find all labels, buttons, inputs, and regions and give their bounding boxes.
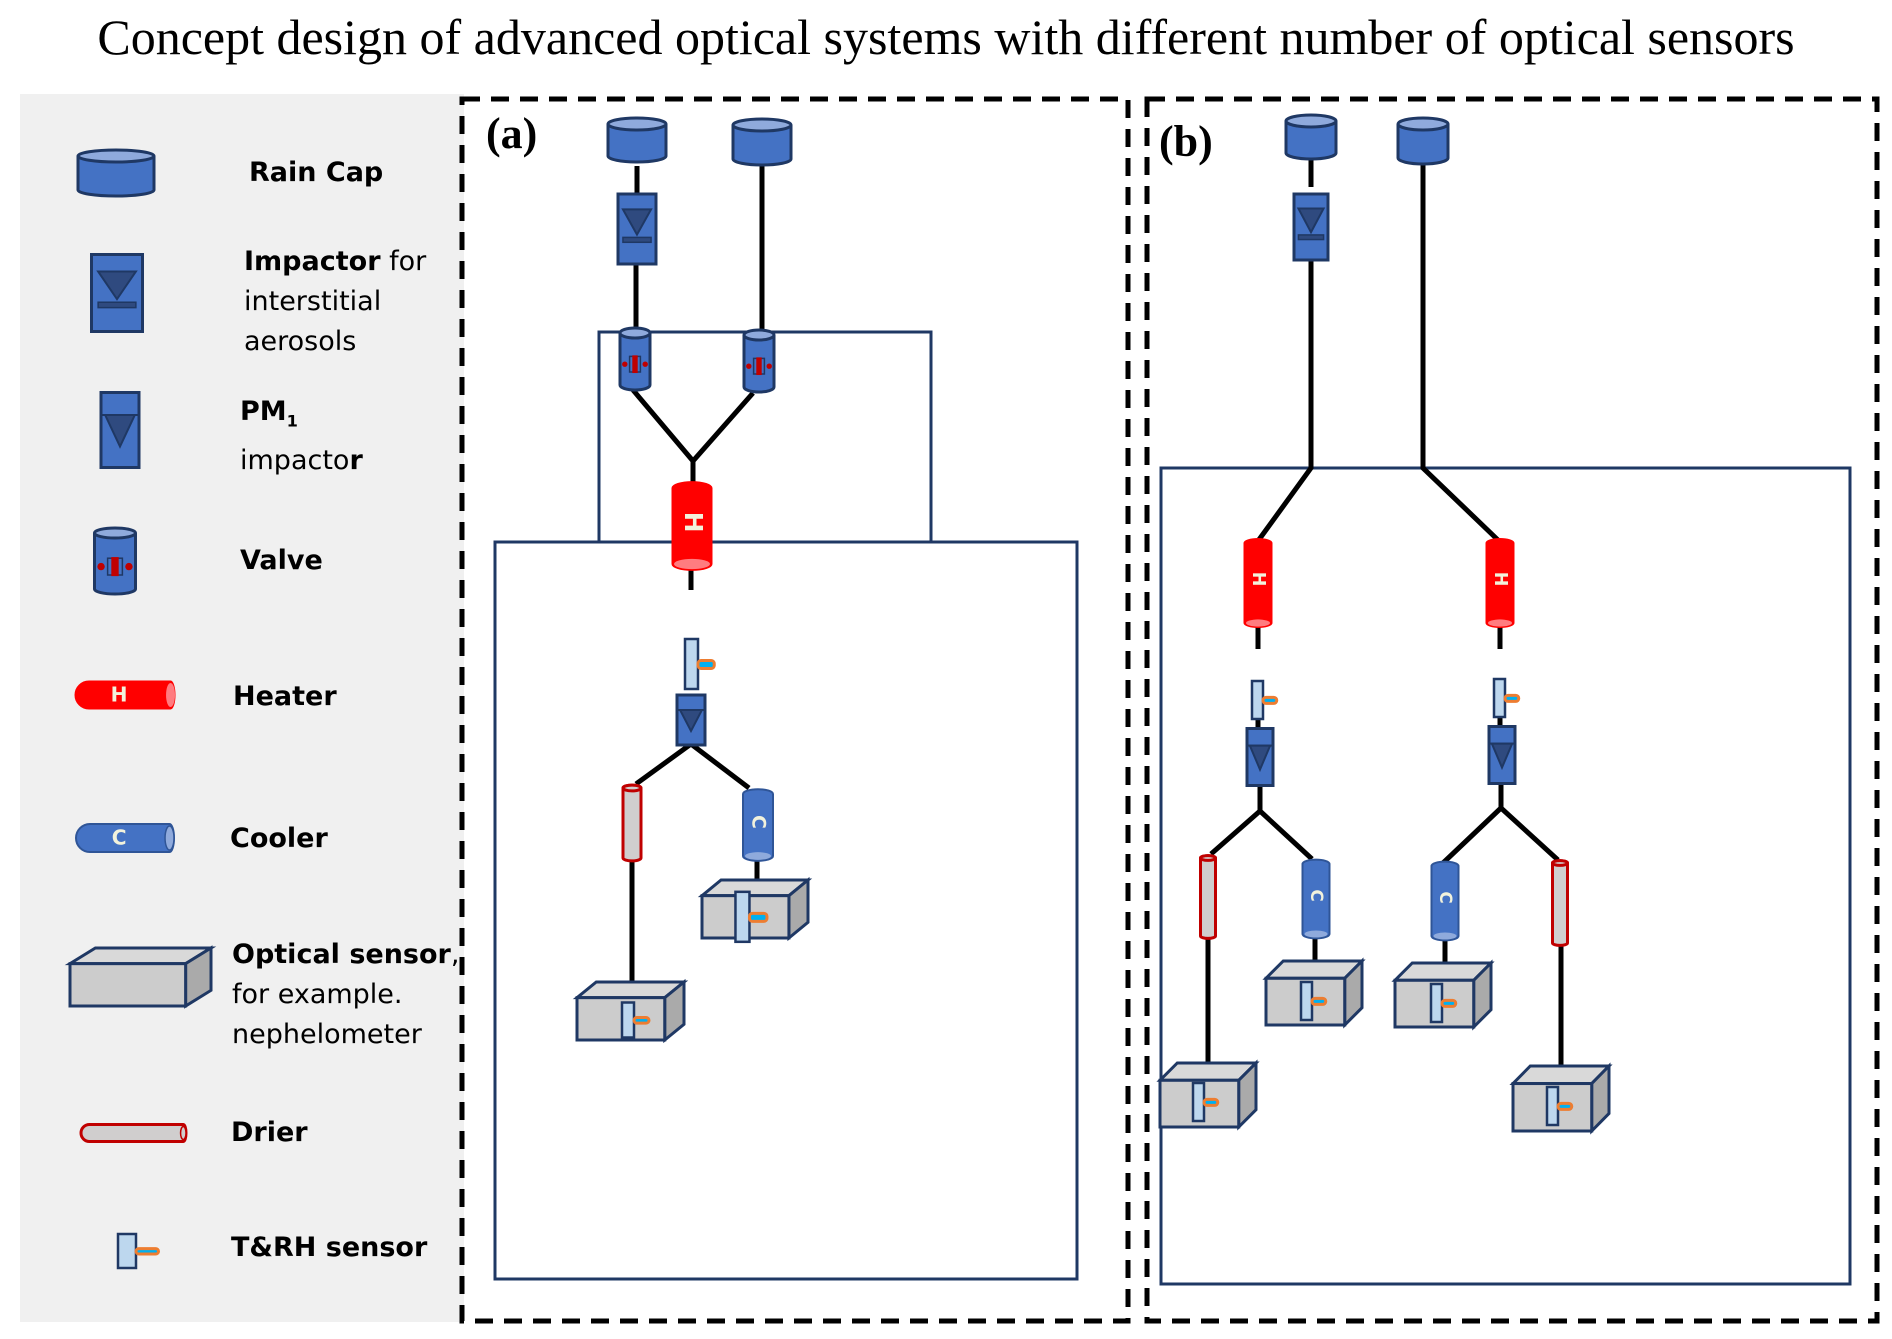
- trh-sensor-icon: [1492, 677, 1521, 719]
- legend-label-cooler: Cooler: [230, 823, 328, 854]
- heater-icon: H: [1243, 538, 1273, 628]
- rain-cap-icon: [606, 116, 668, 164]
- trh-sensor-icon: [683, 637, 716, 691]
- trh-sensor-icon: [734, 890, 769, 944]
- heater-letter: H: [679, 512, 708, 533]
- heater-legend-icon: H: [74, 680, 176, 710]
- impactor-icon: [616, 192, 658, 266]
- cooler-letter: C: [748, 815, 769, 829]
- tube-line: [1255, 253, 1314, 543]
- heater-legend-letter: H: [111, 683, 128, 707]
- tube-line: [1499, 806, 1560, 862]
- rain-cap-icon: [76, 148, 156, 198]
- legend-label-pm1-impactor: PM1 impactor: [240, 396, 363, 477]
- drier-icon: [1199, 854, 1217, 940]
- valve-icon: [93, 526, 137, 596]
- trh-sensor-icon: [1299, 980, 1328, 1022]
- tubing-lines: [629, 158, 1564, 1066]
- trh-sensor-icon: [1429, 982, 1458, 1024]
- pm1-impactor-icon: [675, 693, 707, 747]
- optical-sensor-icon: [64, 945, 217, 1009]
- tube-line: [1209, 784, 1263, 856]
- legend-icons: HC: [64, 148, 217, 1270]
- heater-icon: H: [1485, 538, 1515, 628]
- cooler-legend-icon: C: [75, 823, 175, 853]
- tube-line: [1420, 158, 1501, 543]
- legend-label-impactor: Impactor for interstitial aerosols: [244, 246, 427, 357]
- legend-label-trh-sensor: T&RH sensor: [231, 1232, 428, 1263]
- drier-icon: [621, 783, 643, 863]
- drier-legend-icon: [79, 1123, 188, 1143]
- heater-letter: H: [1490, 572, 1510, 587]
- panel-a-label: (a): [486, 109, 538, 158]
- legend-label-optical-sensor: Optical sensor, for example. nephelomete…: [232, 939, 460, 1050]
- pm1-impactor-icon: [1245, 727, 1275, 787]
- heater-icon: H: [671, 481, 713, 571]
- cooler-letter: C: [1307, 889, 1327, 901]
- panel-b-conditioning-box: [1159, 466, 1852, 1286]
- heater-letter: H: [1248, 572, 1268, 587]
- cooler-icon: C: [1430, 860, 1460, 942]
- trh-sensor-icon: [1545, 1085, 1574, 1127]
- cooler-icon: C: [1301, 858, 1331, 940]
- optical-sensor-icon: [1509, 1062, 1613, 1135]
- valve-icon: [742, 328, 776, 394]
- cooler-legend-letter: C: [112, 826, 127, 850]
- panel-b-label: (b): [1159, 117, 1213, 166]
- rain-cap-icon: [731, 117, 793, 167]
- optical-sensor-icon: [1156, 1059, 1260, 1131]
- cooler-letter: C: [1436, 891, 1456, 903]
- tube-line: [1441, 782, 1504, 865]
- trh-sensor-icon: [620, 1001, 651, 1039]
- components: H C H H C C: [572, 113, 1613, 1135]
- pm1-impactor-icon: [99, 391, 141, 469]
- cooler-icon: C: [742, 788, 774, 862]
- optical-sensor-icon: [1262, 957, 1366, 1029]
- valve-icon: [618, 326, 652, 392]
- tube-line: [689, 742, 751, 790]
- rain-cap-icon: [1396, 116, 1450, 166]
- pm1-impactor-icon: [1487, 725, 1517, 785]
- tube-line: [631, 388, 755, 465]
- legend-label-valve: Valve: [240, 545, 323, 576]
- legend-label-heater: Heater: [233, 681, 337, 712]
- drier-icon: [1551, 859, 1569, 947]
- figure-title: Concept design of advanced optical syste…: [97, 9, 1795, 65]
- impactor-icon: [1292, 192, 1330, 262]
- tube-line: [1258, 809, 1314, 861]
- panel-a-conditioning-box: [493, 540, 1079, 1281]
- trh-sensor-icon: [116, 1232, 160, 1270]
- impactor-icon: [90, 253, 144, 333]
- optical-sensor-icon: [697, 876, 813, 942]
- trh-sensor-icon: [1191, 1081, 1220, 1123]
- trh-sensor-icon: [1250, 679, 1279, 721]
- panel-a-frame: [459, 96, 1131, 1324]
- panel-b-frame: [1144, 96, 1880, 1324]
- legend-label-rain-cap: Rain Cap: [249, 157, 384, 188]
- rain-cap-icon: [1284, 113, 1338, 161]
- legend-label-drier: Drier: [231, 1117, 308, 1148]
